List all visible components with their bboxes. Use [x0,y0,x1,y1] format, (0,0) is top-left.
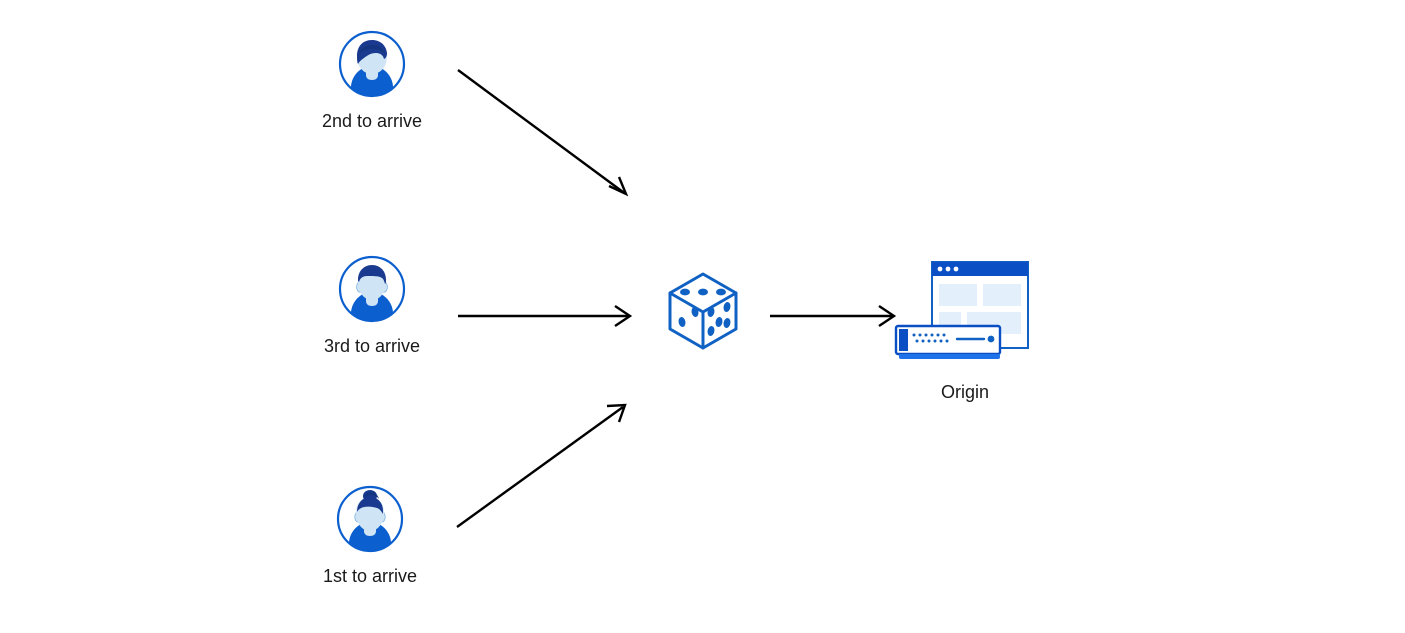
arrow-3rd-to-dice-head [614,305,633,327]
arrow-1st-to-dice-line [456,406,624,528]
arrow-2nd-to-dice-head [608,176,629,197]
origin-label: Origin [940,382,989,402]
client-node-2nd[interactable]: 2nd to arrive [302,30,442,132]
arrow-1st-to-dice-head [606,403,627,423]
client-label-2nd: 2nd to arrive [321,111,423,131]
origin-icon-group [894,261,1029,359]
origin-node[interactable]: Origin [890,256,1040,403]
client-label-1st: 1st to arrive [322,566,418,586]
randomizer-node[interactable] [658,266,748,361]
server-rack-icon [894,324,1002,359]
user-avatar-icon [336,485,404,553]
arrow-2nd-to-dice-line [457,69,624,193]
user-avatar-icon [338,255,406,323]
user-avatar-icon [338,30,406,98]
client-label-3rd: 3rd to arrive [323,336,421,356]
client-node-3rd[interactable]: 3rd to arrive [302,255,442,357]
client-node-1st[interactable]: 1st to arrive [300,485,440,587]
dice-icon [668,272,738,350]
